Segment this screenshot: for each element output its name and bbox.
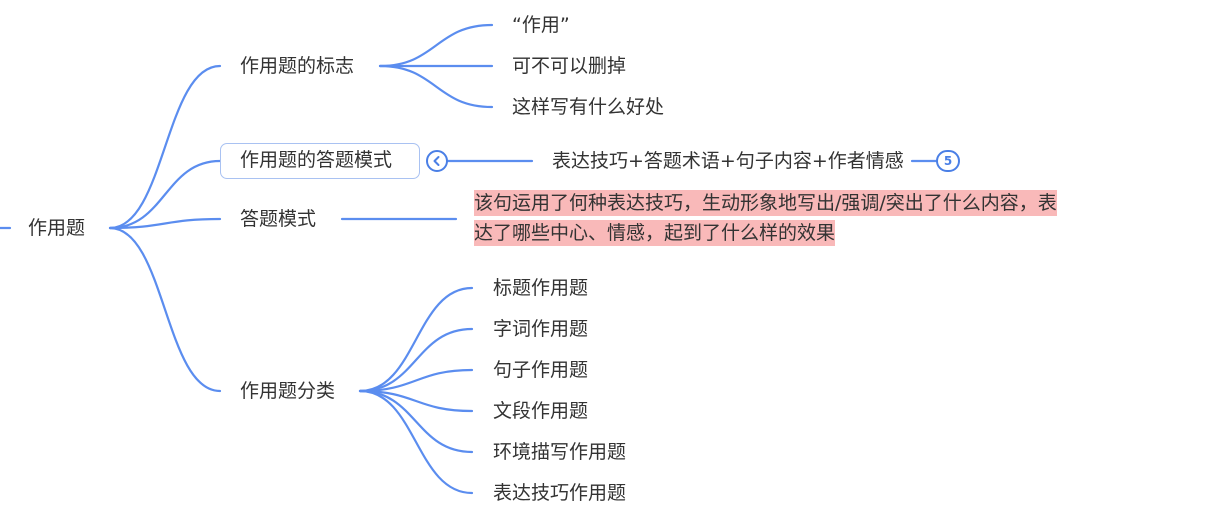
leaf-node[interactable]: 文段作用题 — [493, 400, 589, 422]
branch-to-leaf-link — [378, 64, 494, 109]
chevron-left-icon[interactable] — [426, 150, 448, 172]
highlighted-text-line: 达了哪些中心、情感，起到了什么样的效果 — [474, 220, 836, 246]
leaf-node[interactable]: 字词作用题 — [493, 318, 589, 340]
branch-to-leaf-link — [358, 327, 474, 393]
leaf-node[interactable]: 可不可以删掉 — [512, 55, 627, 77]
leaf-node[interactable]: “作用” — [512, 14, 570, 36]
branch-node-answer-template[interactable]: 答题模式 — [240, 208, 317, 230]
root-node[interactable]: 作用题 — [28, 217, 86, 239]
branch-to-leaf-link — [358, 286, 474, 393]
branch-node-categories[interactable]: 作用题分类 — [240, 380, 336, 402]
child-count-badge[interactable]: 5 — [936, 150, 960, 172]
highlighted-text-line: 该句运用了何种表达技巧，生动形象地写出/强调/突出了什么内容，表 — [474, 190, 1057, 216]
branch-node-answer-pattern[interactable]: 作用题的答题模式 — [220, 143, 420, 179]
leaf-node[interactable]: 标题作用题 — [493, 277, 589, 299]
branch-to-leaf-link — [358, 368, 474, 393]
leaf-node-answer-formula[interactable]: 表达技巧+答题术语+句子内容+作者情感 — [552, 150, 904, 172]
root-to-branch-link — [108, 226, 222, 393]
leaf-node[interactable]: 句子作用题 — [493, 359, 589, 381]
root-to-branch-link — [108, 64, 222, 230]
leaf-node[interactable]: 这样写有什么好处 — [512, 96, 665, 118]
branch-node-markers[interactable]: 作用题的标志 — [240, 55, 355, 77]
branch-to-leaf-link — [358, 389, 474, 413]
branch-to-leaf-link — [378, 23, 494, 68]
root-to-branch-link — [108, 217, 222, 230]
leaf-node-highlighted-template[interactable]: 该句运用了何种表达技巧，生动形象地写出/强调/突出了什么内容，表 达了哪些中心、… — [474, 188, 1084, 248]
leaf-node[interactable]: 表达技巧作用题 — [493, 482, 627, 504]
branch-to-leaf-link — [358, 389, 474, 454]
root-to-branch-link — [108, 159, 222, 230]
branch-to-leaf-link — [358, 389, 474, 495]
leaf-node[interactable]: 环境描写作用题 — [493, 441, 627, 463]
